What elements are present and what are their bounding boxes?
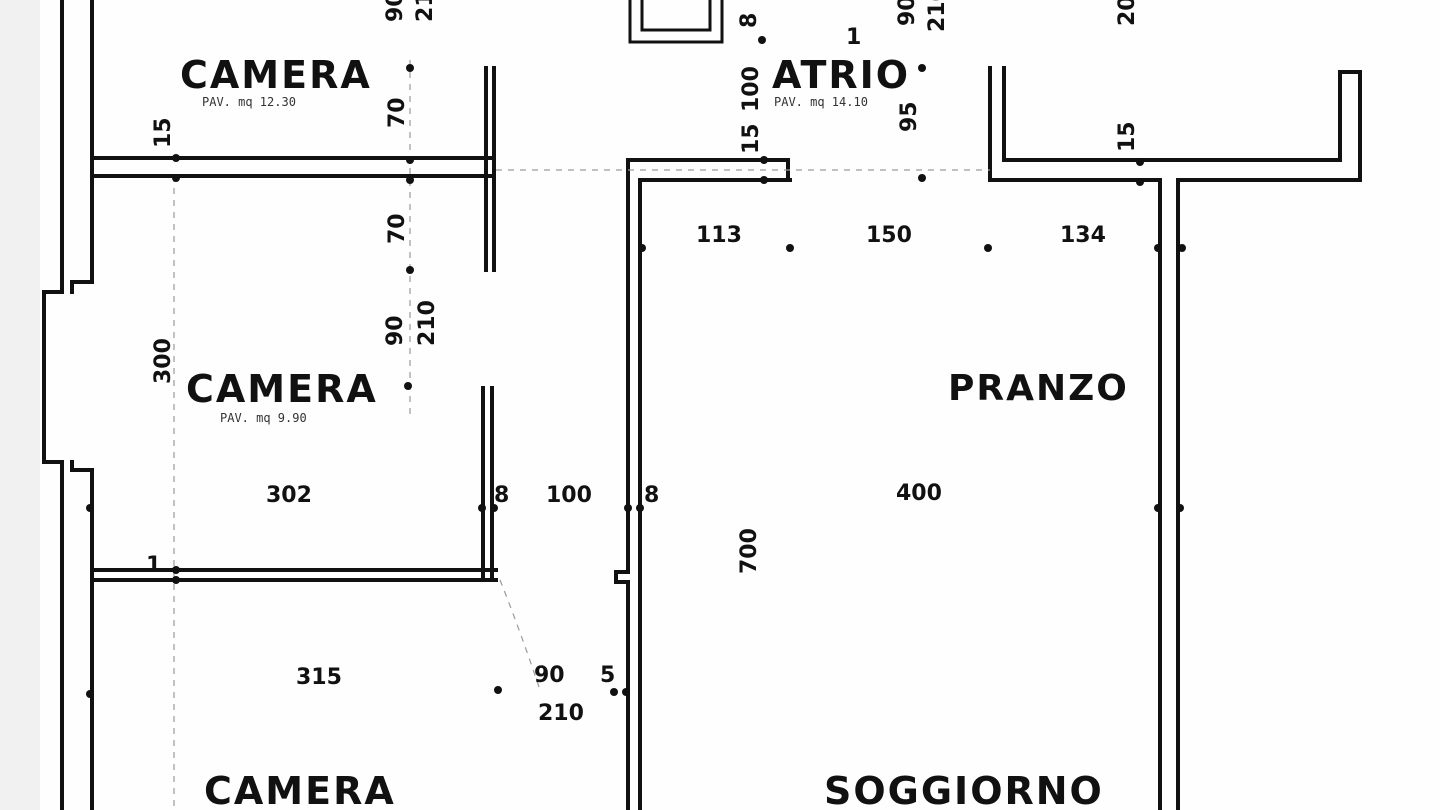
dim-210-top: 210	[413, 0, 438, 22]
dim-8-atrio: 8	[737, 13, 762, 28]
window-top	[628, 0, 724, 44]
dim-90-low: 90	[534, 663, 565, 688]
room-name-camera-bottom: CAMERA	[204, 769, 396, 810]
room-area-atrio: PAV. mq 14.10	[774, 95, 868, 109]
room-name-pranzo: PRANZO	[948, 368, 1129, 409]
dim-113: 113	[696, 223, 742, 248]
dim-400: 400	[896, 481, 942, 506]
dim-8-a: 8	[494, 483, 509, 508]
dim-210-low: 210	[538, 701, 584, 726]
dim-302: 302	[266, 483, 312, 508]
living-area-walls	[614, 66, 1362, 810]
dim-70-a: 70	[385, 97, 410, 128]
dim-1: 1	[146, 553, 161, 578]
camera-top-bottom-wall	[90, 66, 496, 272]
dim-300: 300	[151, 338, 176, 384]
paper-edge	[0, 0, 40, 810]
dim-100-atrio: 100	[739, 66, 764, 112]
room-name-camera-mid: CAMERA	[186, 367, 378, 411]
dim-700: 700	[737, 528, 762, 574]
dim-134: 134	[1060, 223, 1106, 248]
dim-90-atrio: 90	[895, 0, 920, 26]
dim-15-a: 15	[151, 117, 176, 148]
dim-20-top: 20	[1115, 0, 1140, 26]
left-exterior-wall	[42, 0, 94, 810]
dim-15-right: 15	[1115, 121, 1140, 152]
dim-100-door: 100	[546, 483, 592, 508]
room-name-atrio: ATRIO	[772, 53, 910, 97]
dim-90-mid: 90	[383, 315, 408, 346]
dim-1-atrio: 1	[846, 25, 861, 50]
dim-150: 150	[866, 223, 912, 248]
room-area-camera-mid: PAV. mq 9.90	[220, 411, 307, 425]
dim-95: 95	[897, 101, 922, 132]
camera-mid-bottom-wall	[90, 386, 498, 582]
dim-315: 315	[296, 665, 342, 690]
dim-90-top: 90	[383, 0, 408, 22]
dim-70-b: 70	[385, 213, 410, 244]
dim-8-b: 8	[644, 483, 659, 508]
dim-5: 5	[600, 663, 615, 688]
dim-15-atrio: 15	[739, 123, 764, 154]
room-name-soggiorno: SOGGIORNO	[824, 769, 1104, 810]
dimension-markers	[86, 36, 1186, 698]
room-name-camera-top: CAMERA	[180, 53, 372, 97]
dim-210-atrio: 210	[925, 0, 950, 32]
dim-210-mid: 210	[415, 300, 440, 346]
room-area-camera-top: PAV. mq 12.30	[202, 95, 296, 109]
